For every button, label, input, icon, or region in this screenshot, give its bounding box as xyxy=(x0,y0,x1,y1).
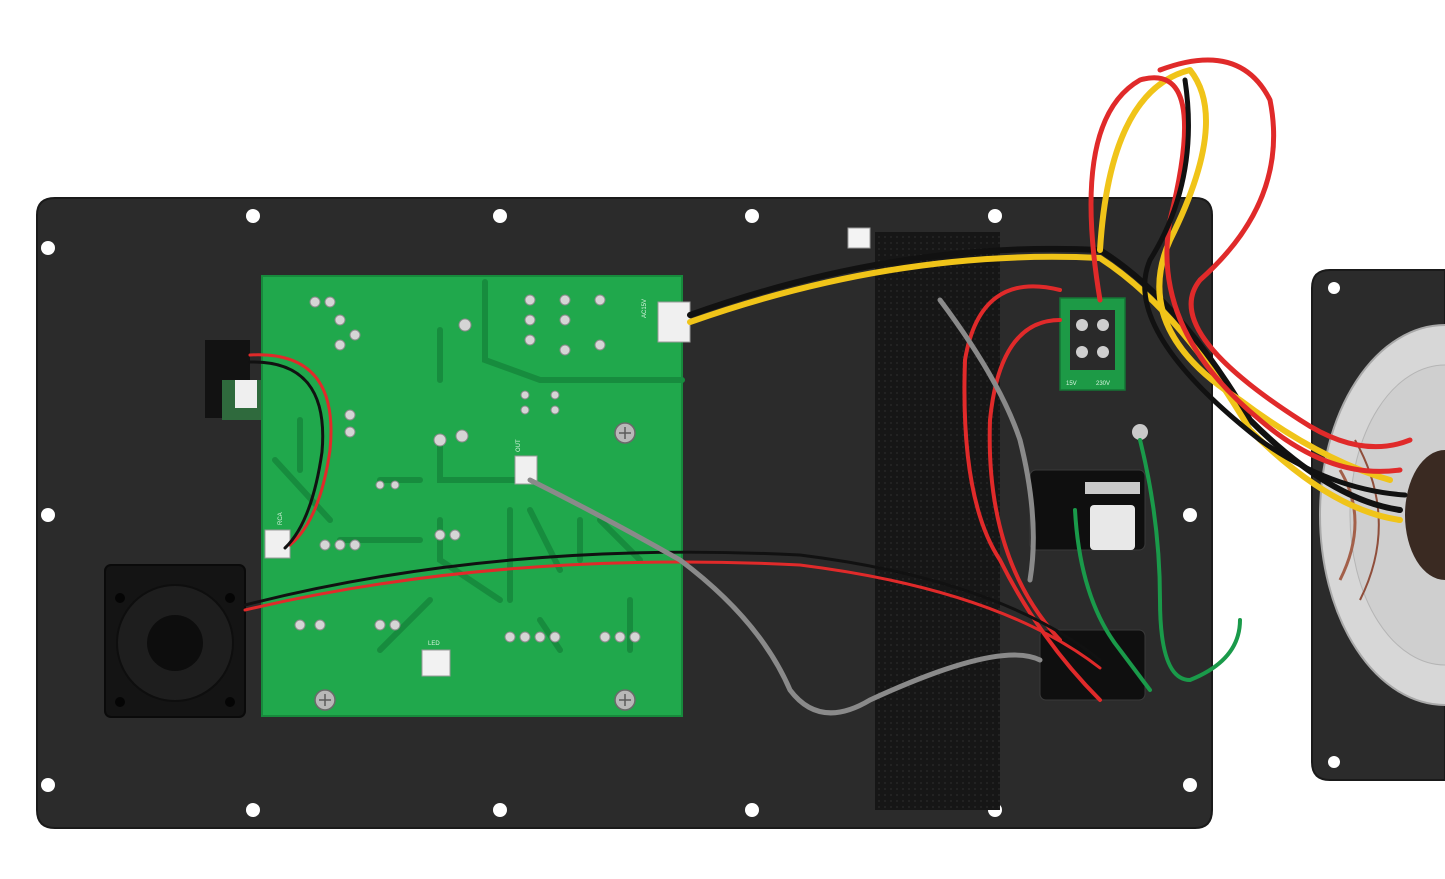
audio-out-label: OUT xyxy=(516,439,522,452)
rca-input-connector: RCA xyxy=(264,512,291,559)
audio-out-connector: OUT xyxy=(514,439,538,485)
amplifier-pcb xyxy=(261,275,685,717)
wiring-harness xyxy=(243,57,1413,716)
ac-input-label: AC15V xyxy=(642,299,648,318)
ac-input-connector: AC15V xyxy=(642,299,691,343)
rca-input-label: RCA xyxy=(278,512,284,525)
led-header-connector: LED xyxy=(421,641,451,677)
rca-jack xyxy=(205,340,267,420)
fuse-terminal-board: 15V 230V xyxy=(1059,297,1126,391)
cooling-fan xyxy=(104,564,246,718)
transformer-plate-hole-bottom xyxy=(1328,756,1340,768)
inline-connector xyxy=(847,227,871,249)
fuse-board-right-label: 230V xyxy=(1096,381,1110,387)
led-header-label: LED xyxy=(428,641,440,647)
fuse-board-left-label: 15V xyxy=(1066,381,1077,387)
transformer-plate-hole-top xyxy=(1328,282,1340,294)
velcro-strip xyxy=(875,232,1000,810)
